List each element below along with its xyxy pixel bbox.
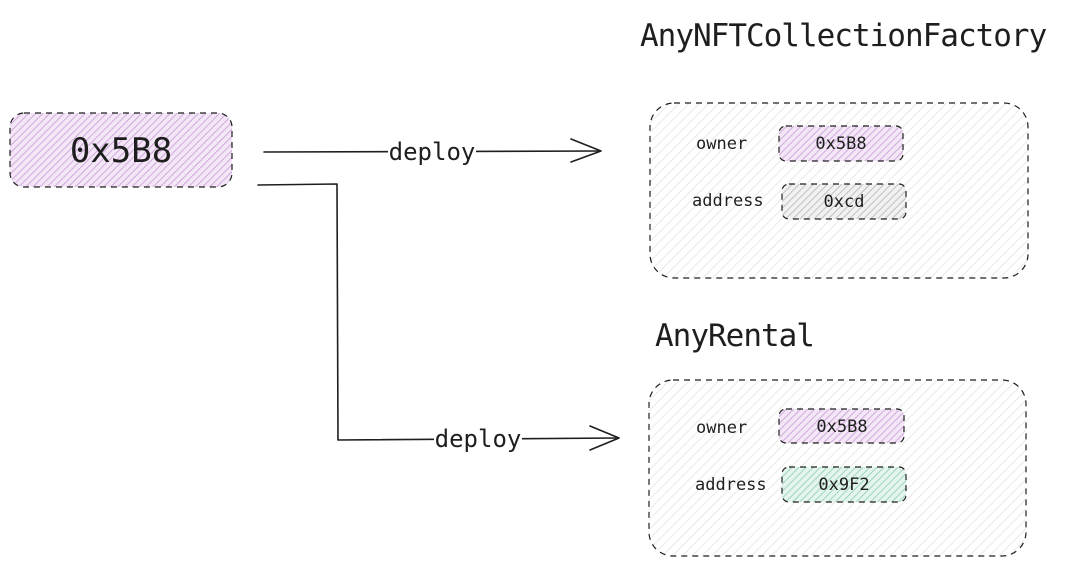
contract-factory-title: AnyNFTCollectionFactory <box>640 18 1047 54</box>
contract-rental-address-row: address 0x9F2 <box>695 466 907 503</box>
field-value: 0x9F2 <box>818 475 869 495</box>
field-key: owner <box>696 134 747 154</box>
field-value: 0x5B8 <box>815 134 866 154</box>
field-value: 0x5B8 <box>816 417 867 437</box>
field-value-box <box>781 183 907 220</box>
edge-deploy-rental-label: deploy <box>435 425 522 453</box>
field-key: address <box>695 475 767 495</box>
contract-factory[interactable]: AnyNFTCollectionFactory owner 0x5B8 addr… <box>640 18 1048 279</box>
edge-deploy-rental: deploy <box>257 183 620 453</box>
contract-rental-owner-row: owner 0x5B8 <box>696 408 905 444</box>
field-value-box <box>778 408 905 444</box>
field-key: owner <box>696 418 747 438</box>
edge-deploy-rental-line <box>257 183 619 441</box>
sender-node-box <box>9 112 233 188</box>
field-value: 0xcd <box>824 192 865 212</box>
sender-node[interactable]: 0x5B8 <box>9 112 233 188</box>
sender-node-label: 0x5B8 <box>70 131 172 171</box>
edge-deploy-rental-arrowhead <box>589 425 620 451</box>
field-key: address <box>692 191 764 211</box>
contract-factory-owner-row: owner 0x5B8 <box>696 125 904 162</box>
contract-rental-title: AnyRental <box>655 318 814 354</box>
edge-deploy-factory: deploy <box>263 138 602 166</box>
field-value-box <box>778 125 904 162</box>
edge-deploy-factory-label: deploy <box>389 138 476 166</box>
field-value-box <box>781 466 907 503</box>
edge-deploy-factory-arrowhead <box>570 138 602 163</box>
contract-rental[interactable]: AnyRental owner 0x5B8 address 0x9F2 <box>648 318 1027 557</box>
contract-factory-address-row: address 0xcd <box>692 183 907 220</box>
